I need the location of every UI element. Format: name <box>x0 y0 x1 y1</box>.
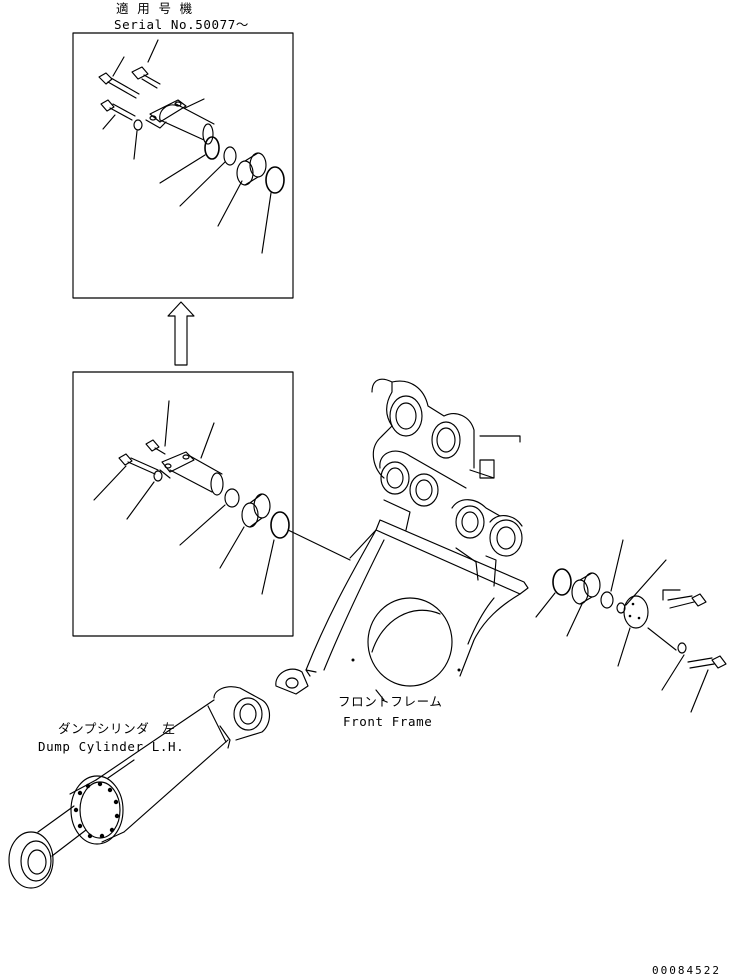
pin-parts-right <box>535 539 727 713</box>
dump-cylinder <box>8 686 271 889</box>
bolt-upper-3 <box>100 99 136 121</box>
bolt-upper-2 <box>131 66 161 89</box>
leader-lines-lower <box>93 400 275 595</box>
serial-number-label: Serial No.50077～ <box>114 17 249 32</box>
housing-lower <box>159 451 224 496</box>
front-frame <box>275 378 529 701</box>
seal-ring-upper <box>204 136 220 160</box>
housing-upper <box>145 99 215 145</box>
washer-upper <box>133 119 143 131</box>
snap-ring-right <box>552 568 572 596</box>
dump-cylinder-label-jp: ダンプシリンダ 左 <box>58 721 176 736</box>
bushing-right <box>571 572 601 605</box>
bushing-upper <box>236 152 267 186</box>
bolt-right-1 <box>667 593 707 609</box>
up-arrow-icon <box>167 301 195 366</box>
leader-lines-upper <box>102 39 272 254</box>
shim-right <box>616 602 626 614</box>
bolt-lower-1 <box>118 453 159 475</box>
leader-lines-right <box>535 539 709 713</box>
bolt-upper-1 <box>98 72 140 99</box>
front-frame-label-jp: フロントフレーム <box>338 694 442 709</box>
dump-cylinder-label-en: Dump Cylinder L.H. <box>38 739 184 754</box>
o-ring-lower <box>224 488 240 508</box>
bolt-right-2 <box>687 655 727 669</box>
snap-ring-lower <box>270 511 290 539</box>
applicable-serial-label-jp: 適 用 号 機 <box>116 1 193 16</box>
washer-lower <box>153 470 163 482</box>
front-frame-label-en: Front Frame <box>343 714 432 729</box>
washer-right <box>677 642 687 654</box>
gland-bolts <box>73 781 120 839</box>
inset-box-lower <box>72 371 351 637</box>
reference-line <box>287 529 351 561</box>
snap-ring-upper <box>265 166 285 194</box>
bushing-lower <box>241 493 271 528</box>
o-ring-upper <box>223 146 237 166</box>
cover-plate-right <box>623 595 649 629</box>
drawing-number: 00084522 <box>652 964 721 977</box>
o-ring-right <box>600 591 614 609</box>
inset-box-upper <box>72 32 294 299</box>
bolt-lower-2 <box>145 439 166 455</box>
